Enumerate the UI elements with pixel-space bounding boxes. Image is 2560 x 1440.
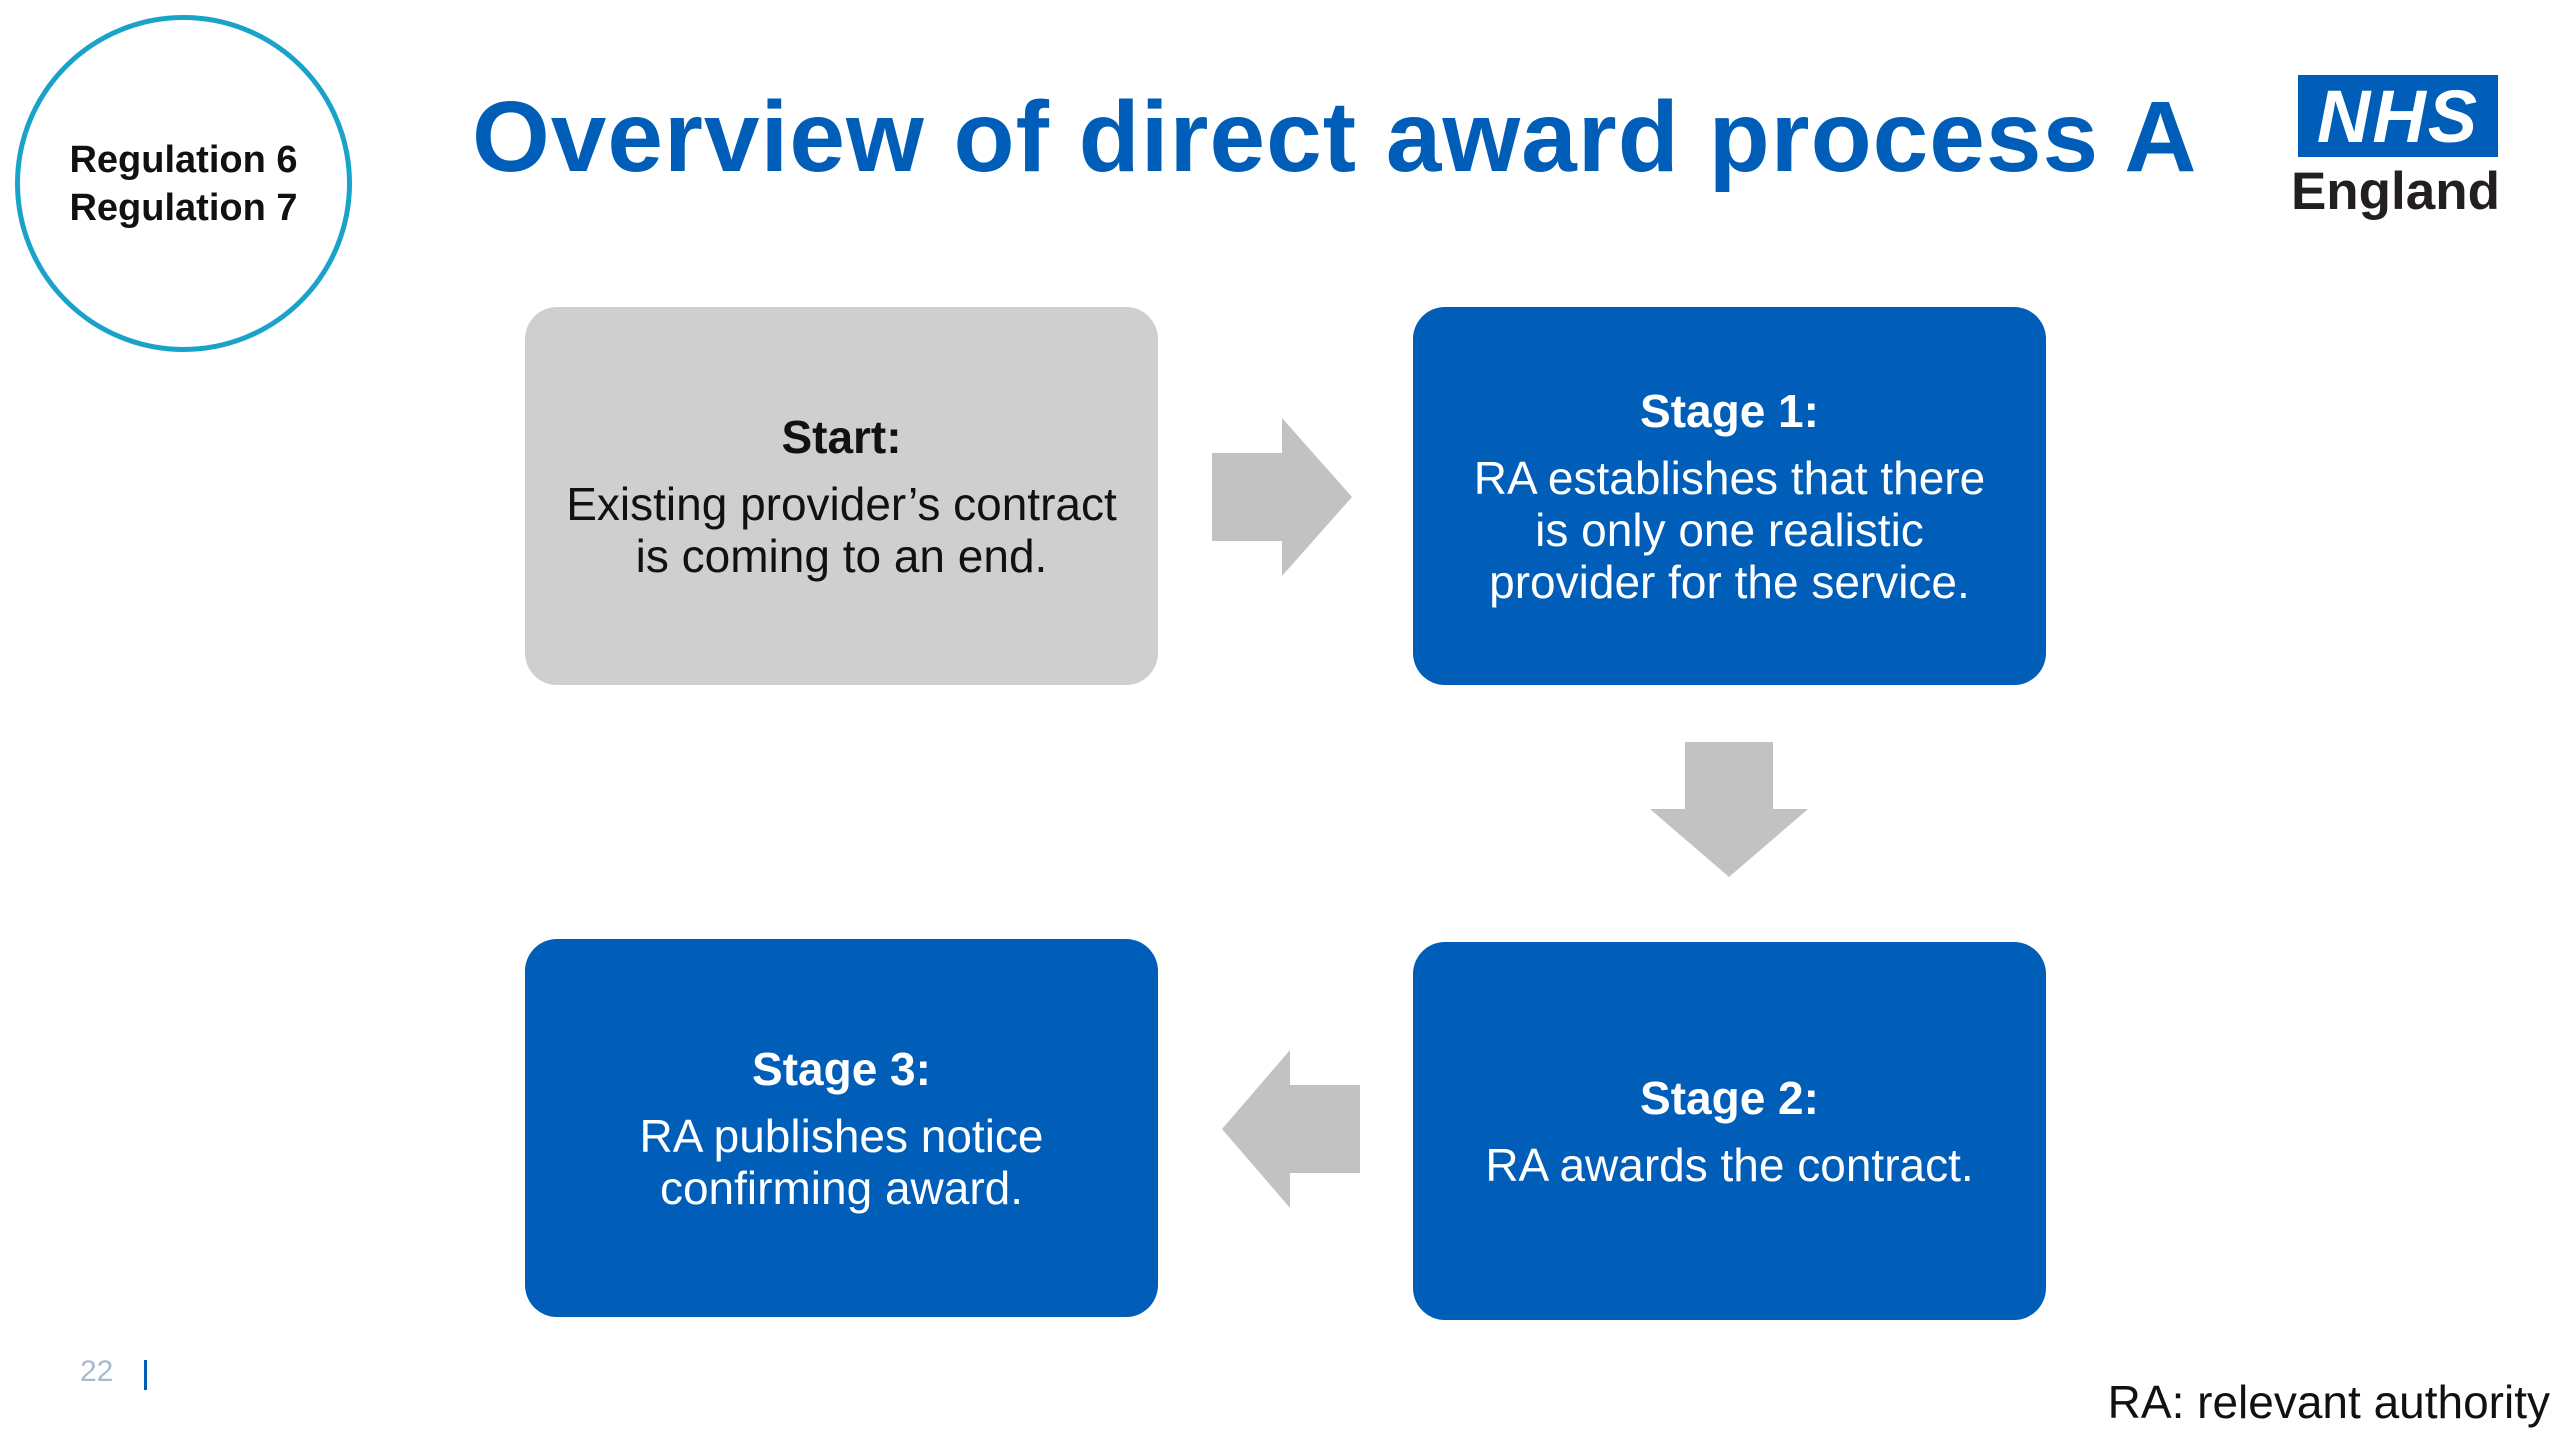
stage-1-line-3: provider for the service. (1489, 556, 1970, 608)
arrow-right-icon (1212, 418, 1352, 576)
footnote: RA: relevant authority (2107, 1376, 2550, 1428)
regulation-6-label: Regulation 6 (69, 138, 298, 181)
arrow-down-icon (1650, 742, 1808, 877)
stage-2-heading: Stage 2: (1640, 1072, 1819, 1124)
stage-3-box: Stage 3: RA publishes notice confirming … (525, 939, 1158, 1317)
stage-1-line-2: is only one realistic (1535, 504, 1924, 556)
nhs-england-logo: NHS England (2290, 75, 2500, 222)
stage-2-text: RA awards the contract. (1485, 1139, 1973, 1191)
stage-1-line-1: RA establishes that there (1473, 452, 1986, 504)
page-number: 22 (80, 1355, 114, 1388)
stage-1-text: RA establishes that there is only one re… (1474, 452, 1985, 608)
start-line-1: Existing provider’s contract (566, 478, 1117, 530)
start-heading: Start: (781, 411, 902, 463)
start-line-2: is coming to an end. (635, 530, 1048, 582)
stage-1-heading: Stage 1: (1640, 385, 1819, 437)
regulation-badge: Regulation 6 Regulation 7 (15, 15, 352, 352)
regulation-7-label: Regulation 7 (69, 186, 298, 229)
start-box: Start: Existing provider’s contract is c… (525, 307, 1158, 685)
stage-3-line-2: confirming award. (659, 1162, 1024, 1214)
stage-3-line-1: RA publishes notice (639, 1110, 1044, 1162)
stage-2-box: Stage 2: RA awards the contract. (1413, 942, 2046, 1320)
stage-2-line-1: RA awards the contract. (1485, 1139, 1974, 1191)
start-text: Existing provider’s contract is coming t… (566, 478, 1117, 582)
arrow-left-icon (1222, 1050, 1360, 1208)
stage-3-text: RA publishes notice confirming award. (639, 1110, 1043, 1214)
page-number-divider (144, 1360, 147, 1390)
stage-1-box: Stage 1: RA establishes that there is on… (1413, 307, 2046, 685)
page-title: Overview of direct award process A (472, 81, 2198, 193)
nhs-badge: NHS (2298, 75, 2498, 158)
stage-3-heading: Stage 3: (752, 1043, 931, 1095)
nhs-england-text: England (2290, 162, 2500, 221)
